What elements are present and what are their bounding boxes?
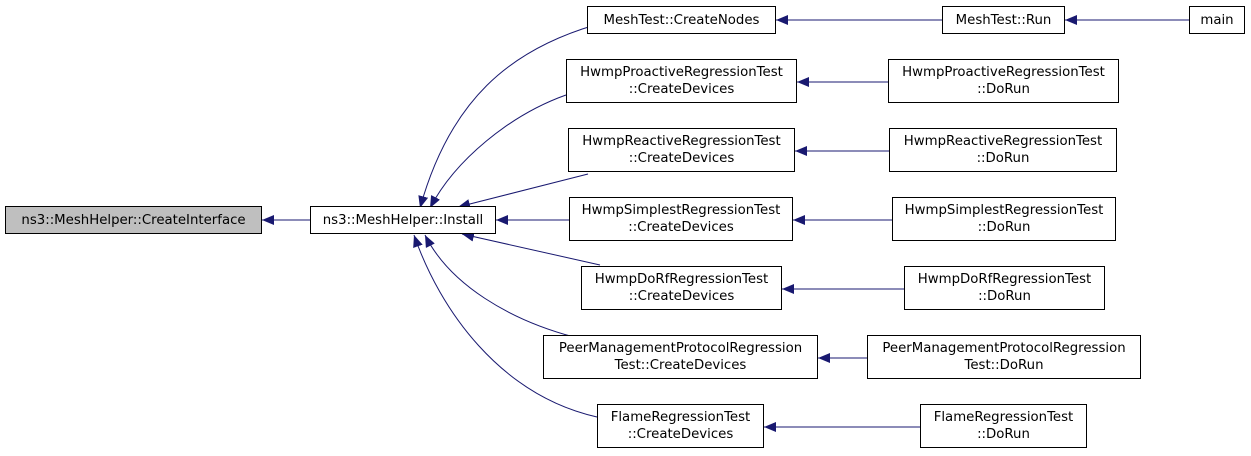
node-label-line-2: ::CreateDevices (628, 82, 735, 97)
node-label-line-1: HwmpSimplestRegressionTest (904, 203, 1104, 218)
node-label-line-1: PeerManagementProtocolRegression (558, 341, 803, 356)
node-label: ns3::MeshHelper::CreateInterface (21, 212, 246, 228)
node-label-line-2: Test::DoRun (964, 358, 1044, 373)
node-peer-dorun[interactable]: PeerManagementProtocolRegression Test::D… (867, 335, 1141, 379)
node-label-line-1: FlameRegressionTest (610, 410, 751, 425)
node-simplest-createdevices[interactable]: HwmpSimplestRegressionTest ::CreateDevic… (569, 197, 793, 241)
node-label-line-2: ::DoRun (978, 289, 1031, 304)
node-flame-createdevices[interactable]: FlameRegressionTest ::CreateDevices (597, 404, 764, 448)
node-label-line-2: ::DoRun (976, 151, 1030, 166)
edge-createnodes-to-install (418, 24, 596, 209)
node-main[interactable]: main (1189, 6, 1245, 34)
edge-proactive-create-to-install (429, 94, 567, 209)
node-meshtest-run[interactable]: MeshTest::Run (942, 6, 1065, 34)
node-dorf-createdevices[interactable]: HwmpDoRfRegressionTest ::CreateDevices (581, 266, 782, 310)
node-peer-createdevices[interactable]: PeerManagementProtocolRegression Test::C… (543, 335, 818, 379)
node-label-line-1: HwmpProactiveRegressionTest (902, 65, 1105, 80)
node-reactive-dorun[interactable]: HwmpReactiveRegressionTest ::DoRun (889, 128, 1117, 172)
node-label-line-1: HwmpSimplestRegressionTest (581, 203, 781, 218)
node-label-line-1: HwmpDoRfRegressionTest (917, 272, 1092, 287)
node-label-line-2: ::CreateDevices (627, 427, 734, 442)
node-proactive-dorun[interactable]: HwmpProactiveRegressionTest ::DoRun (888, 59, 1119, 103)
node-meshtest-createnodes[interactable]: MeshTest::CreateNodes (587, 6, 776, 34)
node-label: ns3::MeshHelper::Install (322, 212, 484, 228)
node-label-line-2: ::CreateDevices (628, 151, 735, 166)
node-label-line-2: ::DoRun (977, 220, 1031, 235)
node-install[interactable]: ns3::MeshHelper::Install (310, 206, 496, 234)
node-label-line-1: HwmpReactiveRegressionTest (903, 134, 1103, 149)
node-label-line-1: HwmpProactiveRegressionTest (580, 65, 783, 80)
node-label-line-1: HwmpDoRfRegressionTest (594, 272, 769, 287)
node-label-line-1: HwmpReactiveRegressionTest (582, 134, 781, 149)
node-reactive-createdevices[interactable]: HwmpReactiveRegressionTest ::CreateDevic… (568, 128, 795, 172)
node-flame-dorun[interactable]: FlameRegressionTest ::DoRun (920, 404, 1087, 448)
node-label-line-2: Test::CreateDevices (614, 358, 747, 373)
node-label-line-2: ::DoRun (977, 427, 1030, 442)
edge-dorf-create-to-install (461, 231, 601, 266)
node-proactive-createdevices[interactable]: HwmpProactiveRegressionTest ::CreateDevi… (566, 59, 797, 103)
node-label-line-1: FlameRegressionTest (933, 410, 1074, 425)
node-create-interface[interactable]: ns3::MeshHelper::CreateInterface (5, 206, 262, 234)
edge-flame-create-to-install (413, 234, 598, 418)
node-label-line-2: ::DoRun (977, 82, 1030, 97)
edge-reactive-create-to-install (457, 173, 589, 209)
node-dorf-dorun[interactable]: HwmpDoRfRegressionTest ::DoRun (904, 266, 1105, 310)
node-label: MeshTest::CreateNodes (603, 12, 760, 28)
node-label-line-1: PeerManagementProtocolRegression (882, 341, 1126, 356)
node-label: MeshTest::Run (955, 12, 1052, 28)
node-label-line-2: ::CreateDevices (628, 289, 735, 304)
edge-peer-create-to-install (424, 234, 575, 338)
node-label-line-2: ::CreateDevices (628, 220, 734, 235)
node-simplest-dorun[interactable]: HwmpSimplestRegressionTest ::DoRun (892, 197, 1116, 241)
node-label: main (1200, 12, 1234, 28)
